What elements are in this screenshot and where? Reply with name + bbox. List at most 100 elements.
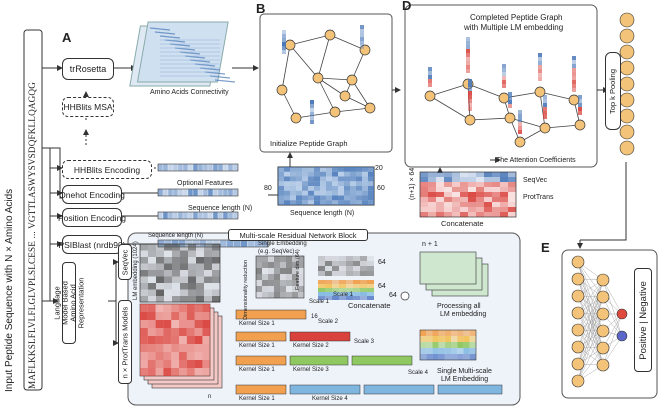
scale-cell <box>318 266 325 271</box>
multiscale-cell <box>318 284 325 288</box>
nn-edge <box>602 279 623 315</box>
single-multiscale-cell <box>463 342 470 348</box>
seqvec-cell <box>196 289 204 296</box>
matrix-cell <box>296 190 302 196</box>
concat-cell <box>444 212 452 217</box>
concat-cell <box>460 202 468 207</box>
reduced-cell <box>292 286 298 292</box>
topk-node <box>619 108 635 124</box>
concat-cell <box>484 177 492 182</box>
reduced-cell <box>286 274 292 280</box>
dim-80: 80 <box>264 185 272 192</box>
contact-streak <box>194 63 216 67</box>
onehot-strip <box>157 188 164 197</box>
single-multiscale-cell <box>463 354 470 360</box>
matrix-cell <box>368 171 374 177</box>
node-embedding <box>428 71 432 75</box>
matrix-cell <box>320 176 326 182</box>
concat-cell <box>484 192 492 197</box>
position-strip <box>207 211 214 220</box>
node-embedding <box>572 88 576 92</box>
nn-hidden-node <box>596 358 610 372</box>
lm-representation-label: Language Model Based Amino Acid Represen… <box>52 277 86 329</box>
graph-edge <box>317 77 346 97</box>
seqvec-cell <box>180 296 188 303</box>
seqvec-cell <box>148 296 156 303</box>
multiscale-cell <box>332 288 339 292</box>
seqvec-cell <box>172 244 180 251</box>
node-embedding <box>468 95 472 99</box>
concat-cell <box>436 207 444 212</box>
concat-cell <box>492 182 500 187</box>
concat-cell <box>460 177 468 182</box>
prottrans-box: n × ProtTrans Models <box>118 300 132 384</box>
prottrans-cell <box>171 360 179 368</box>
prottrans-cell <box>194 336 203 344</box>
matrix-cell <box>350 195 356 201</box>
seqvec-cell <box>164 296 172 303</box>
node-feature <box>282 42 286 46</box>
kernel-bar-4d <box>437 384 503 395</box>
reduced-cell <box>268 286 274 292</box>
matrix-cell <box>356 190 362 196</box>
matrix-cell <box>296 195 302 201</box>
single-multiscale-cell <box>444 342 451 348</box>
prottrans-cell <box>186 304 195 312</box>
concat-cell <box>436 197 444 202</box>
node-embedding <box>468 103 472 107</box>
position-strip <box>157 211 164 220</box>
node-feature <box>282 46 286 50</box>
matrix-cell <box>278 176 284 182</box>
matrix-cell <box>350 181 356 186</box>
matrix-cell <box>284 190 290 196</box>
prottrans-cell <box>171 320 179 328</box>
seqvec-cell <box>180 283 188 290</box>
graph-node <box>324 29 336 41</box>
concat-cell <box>460 192 468 197</box>
dim-60: 60 <box>377 185 385 192</box>
node-embedding <box>538 65 542 69</box>
node-feature <box>360 33 364 37</box>
concat-cell <box>468 207 476 212</box>
node-embedding <box>538 77 542 81</box>
scale-cell <box>367 261 374 266</box>
matrix-cell <box>278 167 284 172</box>
single-multiscale-cell <box>432 330 439 336</box>
matrix-cell <box>326 195 332 201</box>
single-multiscale-cell <box>432 342 439 348</box>
matrix-cell <box>338 190 344 196</box>
concat-prottrans: ProtTrans <box>523 194 554 201</box>
reduced-cell <box>274 274 280 280</box>
node-embedding <box>466 61 470 65</box>
prottrans-cell <box>179 336 187 344</box>
node-embedding <box>466 53 470 57</box>
prottrans-cell <box>194 304 203 312</box>
scale-cell <box>325 266 332 271</box>
onehot-strip <box>167 188 174 197</box>
matrix-cell <box>356 171 362 177</box>
matrix-cell <box>296 171 302 177</box>
prottrans-cell <box>155 304 164 312</box>
scale-cell <box>332 266 339 271</box>
matrix-cell <box>338 176 344 182</box>
single-multiscale-cell <box>426 348 433 354</box>
concat-cell <box>468 197 476 202</box>
single-multiscale-cell <box>463 336 470 342</box>
onehot-strip <box>212 188 219 197</box>
position-strip <box>232 211 239 220</box>
graph-edge <box>351 79 371 109</box>
node-embedding <box>518 126 522 130</box>
node-feature <box>360 29 364 33</box>
single-multiscale-cell <box>457 348 464 354</box>
node-embedding <box>572 60 576 64</box>
seqvec-cell <box>140 276 148 283</box>
seqvec-cell <box>180 289 188 296</box>
nn-edge <box>602 279 623 337</box>
kernel-1c: Kernel Size 1 <box>239 367 275 373</box>
onehot-strip <box>232 188 239 197</box>
reduced-cell <box>274 280 280 286</box>
reduced-cell <box>286 268 292 274</box>
multiscale-cell <box>339 296 346 300</box>
hhblits-strip-frame <box>157 163 239 172</box>
seqvec-cell <box>164 250 172 257</box>
